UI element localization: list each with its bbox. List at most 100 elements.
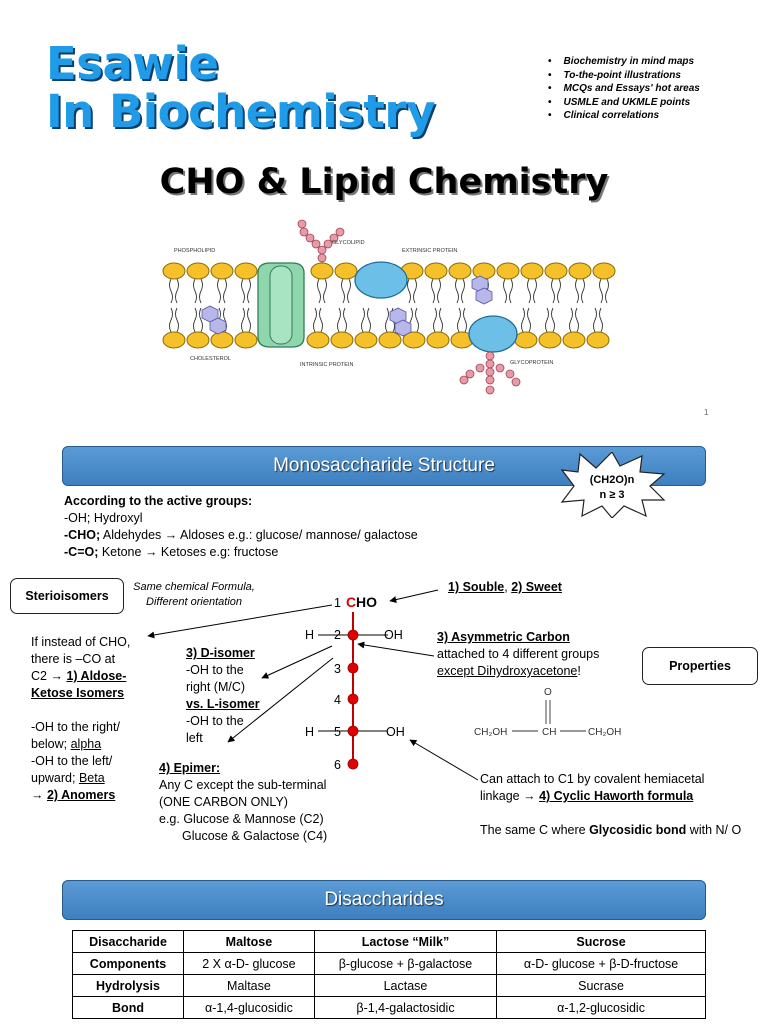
d-isomer-title: 3) D-isomer: [186, 646, 255, 660]
table-row: Components 2 X α-D- glucose β-glucose + …: [72, 952, 706, 975]
anomers-line-5-prefix: →: [31, 788, 47, 802]
phospholipid-tail: [241, 278, 251, 304]
phospholipid-head: [354, 331, 378, 349]
brand-line-1: Esawie: [46, 37, 219, 90]
phospholipid-tail: [407, 278, 417, 304]
property-3-line: attached to 4 different groups: [437, 647, 600, 661]
label-glycoprotein: GLYCOPROTEIN: [510, 360, 553, 366]
dha-left: CH₂OH: [474, 727, 507, 738]
carbon-chain-diagram: 1 C HO 2 3 4 5 6 H OH H OH: [147, 589, 479, 781]
phospholipid-head: [310, 262, 334, 280]
phospholipid-head: [234, 331, 258, 349]
phospholipid-head: [520, 262, 544, 280]
cho-rest: Aldehydes → Aldoses e.g.: glucose/ manno…: [100, 528, 418, 542]
phospholipid-head: [538, 331, 562, 349]
aldose-line-4: Ketose Isomers: [31, 686, 125, 700]
co-prefix: -C=O;: [64, 545, 99, 559]
phospholipid-head: [234, 262, 258, 280]
anomers-line-2-prefix: below;: [31, 737, 71, 751]
cyclic-note: Can attach to C1 by covalent hemiacetal …: [480, 771, 741, 839]
carbon-4-number: 4: [334, 693, 341, 707]
phospholipid-head: [448, 262, 472, 280]
phospholipid-tail: [593, 307, 603, 333]
table-cell: Sucrase: [496, 974, 706, 997]
phospholipid-tail: [337, 307, 347, 333]
epimer-line-2: Any C except the sub-terminal: [159, 778, 327, 792]
label-glycolipid: GLYCOLIPID: [332, 240, 365, 246]
table-row-header: Bond: [72, 996, 184, 1019]
brand-title: Esawie In Biochemistry: [46, 40, 435, 136]
aldose-ketose-note: If instead of CHO, there is –CO at C2 → …: [31, 634, 130, 702]
property-soluble-sweet: 1) Souble, 2) Sweet: [448, 579, 562, 596]
anomers-line-4-prefix: upward;: [31, 771, 79, 785]
table-header-cell: Maltose: [183, 930, 315, 953]
phospholipid-head: [562, 331, 586, 349]
phospholipid-tail: [599, 278, 609, 304]
glycolipid-chain: [297, 219, 345, 263]
stereo-note-line-1: Same chemical Formula,: [133, 581, 255, 593]
phospholipid-tail: [521, 307, 531, 333]
l-isomer-title: vs. L-isomer: [186, 697, 260, 711]
cyclic-line-2-prefix: linkage →: [480, 789, 540, 803]
cho-line: -CHO; Aldehydes → Aldoses e.g.: glucose/…: [64, 527, 418, 544]
intrinsic-protein: [257, 262, 305, 348]
property-3-except: except Dihydroxyacetone: [437, 664, 578, 678]
carbon-6-number: 6: [334, 758, 341, 772]
anomers-link: 2) Anomers: [46, 788, 116, 802]
phospholipid-tail: [457, 307, 467, 333]
phospholipid-head: [586, 331, 610, 349]
table-row-header: Components: [72, 952, 184, 975]
phospholipid-head: [424, 262, 448, 280]
active-groups: According to the active groups: -OH; Hyd…: [64, 493, 418, 561]
dihydroxyacetone-structure: O CH₂OH CH CH₂OH: [474, 687, 621, 738]
table-row-header: Hydrolysis: [72, 974, 184, 997]
c2-oh: OH: [384, 628, 403, 642]
table-cell: 2 X α-D- glucose: [183, 952, 315, 975]
property-3-end: !: [577, 664, 581, 678]
phospholipid-tail: [569, 307, 579, 333]
table-header-cell: Disaccharide: [72, 930, 184, 953]
feature-item: Biochemistry in mind maps: [548, 55, 700, 69]
epimer-line-4: e.g. Glucose & Mannose (C2): [159, 812, 324, 826]
phospholipid-head: [568, 262, 592, 280]
co-line: -C=O; Ketone → Ketoses e.g: fructose: [64, 544, 418, 561]
table-header-cell: Sucrose: [496, 930, 706, 953]
anomers-line-5: → 2) Anomers: [31, 787, 120, 804]
phospholipid-head: [496, 262, 520, 280]
c2-h: H: [305, 628, 314, 642]
phospholipid-tail: [241, 307, 251, 333]
phospholipid-head: [210, 331, 234, 349]
property-asymmetric-carbon: 3) Asymmetric Carbon attached to 4 diffe…: [437, 629, 599, 680]
label-intrinsic-protein: INTRINSIC PROTEIN: [300, 362, 354, 368]
page-title: CHO & Lipid Chemistry: [159, 162, 609, 202]
carbon-2-number: 2: [334, 628, 341, 642]
aldose-link: 1) Aldose-: [66, 669, 127, 683]
alpha-term: alpha: [70, 737, 102, 751]
epimer-title: 4) Epimer:: [159, 761, 221, 775]
anomers-note: -OH to the right/ below; alpha -OH to th…: [31, 719, 120, 804]
label-phospholipid: PHOSPHOLIPID: [174, 248, 215, 254]
carbon-1-number: 1: [334, 596, 341, 610]
cholesterol: [201, 275, 493, 337]
formula-burst: (CH2O)n n ≥ 3: [560, 452, 666, 518]
cyclic-line-2: linkage → 4) Cyclic Haworth formula: [480, 788, 741, 805]
phospholipid-head: [378, 331, 402, 349]
aldose-line-1: If instead of CHO,: [31, 635, 131, 649]
properties-box: Properties: [642, 647, 758, 685]
epimer-line-3: (ONE CARBON ONLY): [159, 795, 288, 809]
phospholipid-tail: [455, 278, 465, 304]
carbon-node: [347, 662, 359, 674]
phospholipid-head: [544, 262, 568, 280]
phospholipid-head: [514, 331, 538, 349]
anomers-line-1: -OH to the right/: [31, 720, 120, 734]
stereo-note: Same chemical Formula, Different orienta…: [124, 580, 264, 610]
dha-center: CH: [542, 727, 556, 738]
phospholipid-head: [186, 262, 210, 280]
phospholipid-head: [186, 331, 210, 349]
phospholipid-tail: [545, 307, 555, 333]
page-number: 1: [704, 408, 709, 417]
phospholipid-head: [426, 331, 450, 349]
phospholipid-tail: [361, 307, 371, 333]
d-isomer-line-6: left: [186, 731, 203, 745]
glycoprotein: [468, 315, 518, 353]
